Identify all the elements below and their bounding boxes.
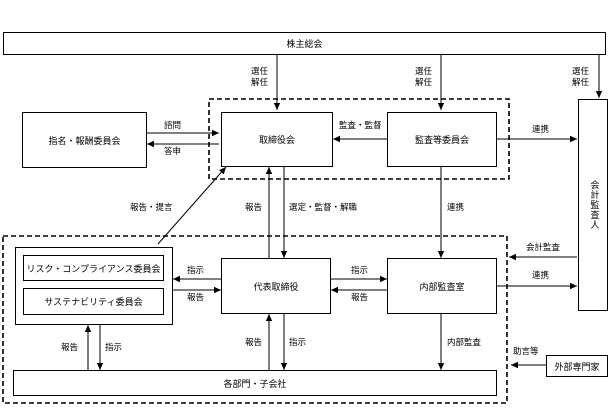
audit-committee-label: 監査等委員会: [414, 136, 469, 146]
internal-report-label: 報告: [351, 293, 369, 303]
nomination-committee-label: 指名・報酬委員会: [48, 136, 121, 147]
dismiss-auditor-text: 解任: [572, 78, 590, 88]
audit-committee-box: 監査等委員会: [387, 112, 497, 167]
ceo-report-board-label: 報告: [245, 203, 263, 213]
nomination-committee-box: 指名・報酬委員会: [22, 112, 147, 168]
internal-audit-box: 内部監査室: [387, 258, 497, 314]
elect-audit-text: 選任: [415, 67, 433, 77]
elect-dismiss-board-label: 選任 解任: [250, 67, 269, 89]
accounting-auditor-box: 会計監査人: [578, 99, 608, 311]
report-proposal-label: 報告・提言: [129, 203, 174, 214]
dept-report-ceo-label: 報告: [245, 338, 263, 348]
instruct-internal-label: 指示: [351, 266, 369, 276]
board-box: 取締役会: [221, 112, 333, 167]
accounting-audit-label: 会計監査: [526, 243, 561, 253]
elect-board-text: 選任: [251, 67, 269, 77]
risk-committee-box: リスク・コンプライアンス委員会: [23, 255, 164, 281]
consult-label: 諮問: [164, 121, 182, 131]
elect-auditor-text: 選任: [572, 67, 590, 77]
dismiss-board-text: 解任: [251, 78, 269, 88]
sustainability-committee-box: サステナビリティ委員会: [23, 288, 164, 315]
arrow-report-proposal: [157, 166, 227, 245]
cooperation-internal-label: 連携: [447, 203, 465, 213]
dismiss-audit-text: 解任: [415, 78, 433, 88]
board-label: 取締役会: [258, 136, 295, 146]
committees-instruct-dept-label: 指示: [105, 343, 123, 353]
shareholders-meeting-label: 株主総会: [286, 40, 323, 50]
internal-audit-label: 内部監査室: [419, 282, 465, 293]
ceo-instruct-dept-label: 指示: [289, 338, 307, 348]
dept-report-committees-label: 報告: [61, 343, 79, 353]
cooperation-auditor-label: 連携: [532, 125, 550, 135]
external-experts-box: 外部専門家: [546, 355, 608, 377]
instruct-committees-label: 指示: [187, 266, 205, 276]
report-answer-label: 答申: [164, 147, 182, 157]
elect-dismiss-audit-label: 選任 解任: [414, 67, 433, 89]
departments-box: 各部門・子会社: [13, 370, 497, 396]
committees-report-label: 報告: [187, 293, 205, 303]
executive-group-frame: [2, 235, 508, 404]
advice-label: 助言等: [513, 347, 539, 357]
sustainability-committee-label: サステナビリティ委員会: [44, 298, 143, 308]
risk-committee-label: リスク・コンプライアンス委員会: [26, 264, 161, 275]
ceo-label: 代表取締役: [253, 282, 299, 293]
internal-audit-dept-label: 内部監査: [447, 338, 482, 348]
external-experts-label: 外部専門家: [554, 362, 600, 373]
audit-supervise-label: 監査・監督: [339, 121, 382, 131]
ceo-box: 代表取締役: [221, 258, 331, 314]
cooperation-internal-auditor-label: 連携: [532, 271, 550, 281]
departments-label: 各部門・子会社: [223, 379, 287, 390]
accounting-auditor-label: 会計監査人: [588, 180, 599, 230]
shareholders-meeting-box: 株主総会: [3, 32, 606, 55]
board-elect-supervise-label: 選定・監督・解職: [289, 203, 358, 213]
elect-dismiss-auditor-label: 選任 解任: [571, 67, 590, 89]
